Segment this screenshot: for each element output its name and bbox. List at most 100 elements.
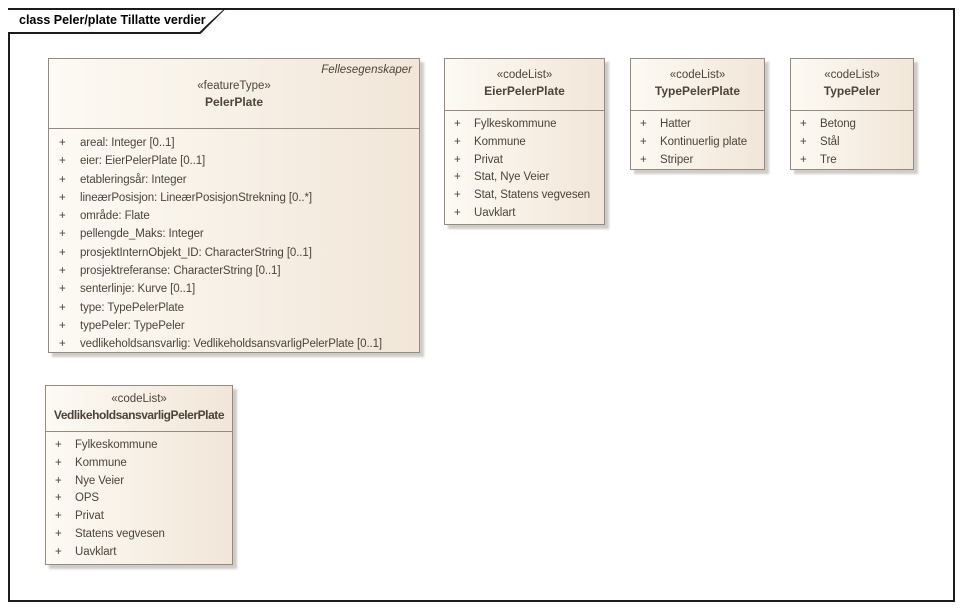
attribute-compartment: + areal: Integer [0..1] + eier: EierPelerP…: [49, 129, 419, 354]
attribute-row: + prosjektInternObjekt_ID: CharacterStrin…: [49, 244, 419, 262]
class-header: Fellesegenskaper «featureType» PelerPlat…: [49, 59, 419, 129]
visibility-symbol: +: [59, 283, 66, 296]
class-name: EierPelerPlate: [484, 84, 565, 98]
attribute-text: eier: EierPelerPlate [0..1]: [80, 155, 206, 168]
attribute-text: type: TypePelerPlate: [80, 301, 184, 314]
visibility-symbol: +: [59, 173, 66, 186]
class-name: PelerPlate: [204, 95, 264, 109]
visibility-symbol: +: [454, 135, 461, 148]
attribute-row: + type: TypePelerPlate: [49, 299, 419, 317]
visibility-symbol: +: [59, 265, 66, 278]
visibility-symbol: +: [59, 137, 66, 149]
class-header: «codeList» TypePelerPlate: [631, 59, 764, 111]
attribute-text: vedlikeholdsansvarlig: Vedlikeholdsansva…: [80, 338, 383, 351]
codelist-row: +Stat, Statens vegvesen: [445, 187, 604, 205]
code-value: Stat, Nye Veier: [474, 171, 550, 184]
class-stereotype: «featureType»: [197, 80, 271, 92]
visibility-symbol: +: [55, 510, 62, 523]
class-pelerplate[interactable]: Fellesegenskaper «featureType» PelerPlat…: [48, 58, 420, 353]
attribute-text: pellengde_Maks: Integer: [80, 228, 204, 241]
class-typepeler[interactable]: «codeList» TypePeler + Betong +Stål +Tre: [790, 58, 914, 170]
code-value: OPS: [75, 492, 99, 505]
class-header: «codeList» TypePeler: [791, 59, 913, 111]
class-typepelerplate[interactable]: «codeList» TypePelerPlate +Hatter +Konti…: [630, 58, 765, 170]
attribute-row: + område: Flate: [49, 207, 419, 225]
diagram-title: class Peler/plate Tillatte verdier: [19, 13, 206, 27]
code-value: Hatter: [660, 118, 691, 130]
codelist-row: +Kommune: [46, 455, 232, 473]
code-value: Nye Veier: [75, 474, 124, 487]
codelist-row: + Nye Veier: [46, 473, 232, 491]
codelist-row: + Uavklart: [445, 205, 604, 223]
code-value: Betong: [820, 118, 856, 130]
codelist-row: +Kommune: [445, 134, 604, 152]
visibility-symbol: +: [59, 319, 66, 332]
code-value: Uavklart: [474, 206, 516, 219]
code-value: Stat, Statens vegvesen: [474, 189, 591, 202]
code-value: Tre: [820, 153, 837, 166]
attribute-compartment: + Betong +Stål +Tre: [791, 111, 913, 169]
visibility-symbol: +: [640, 118, 647, 130]
codelist-row: +Fylkeskommune: [46, 437, 232, 455]
attribute-row: + senterlinje: Kurve [0..1]: [49, 280, 419, 298]
attribute-text: lineærPosisjon: LineærPosisjonStrekning …: [80, 191, 312, 204]
visibility-symbol: +: [59, 191, 66, 204]
attribute-text: område: Flate: [80, 210, 150, 223]
attribute-row: + areal: Integer [0..1]: [49, 134, 419, 152]
visibility-symbol: +: [640, 135, 647, 148]
visibility-symbol: +: [59, 228, 66, 241]
attribute-row: + pellengde_Maks: Integer: [49, 225, 419, 243]
class-stereotype: «codeList»: [824, 69, 880, 81]
codelist-row: +Tre: [791, 152, 913, 170]
codelist-row: + Stat, Nye Veier: [445, 169, 604, 187]
codelist-row: + Uavklart: [46, 544, 232, 562]
visibility-symbol: +: [59, 155, 66, 168]
visibility-symbol: +: [55, 456, 62, 469]
code-value: Uavklart: [75, 545, 117, 558]
codelist-row: + Privat: [445, 152, 604, 170]
visibility-symbol: +: [55, 527, 62, 540]
class-name: TypePelerPlate: [654, 84, 741, 98]
class-header: «codeList» EierPelerPlate: [445, 59, 604, 111]
attribute-text: typePeler: TypePeler: [80, 319, 185, 332]
class-name: VedlikeholdsansvarligPelerPlate: [53, 408, 225, 422]
codelist-row: + Striper: [631, 152, 764, 170]
class-vedlikeholdsansvarligpelerplate[interactable]: «codeList» VedlikeholdsansvarligPelerPla…: [45, 385, 233, 565]
codelist-row: + Betong: [791, 116, 913, 134]
visibility-symbol: +: [454, 206, 461, 219]
attribute-row: + etableringsår: Integer: [49, 171, 419, 189]
codelist-row: +Stål: [791, 134, 913, 152]
frame-tab: [8, 8, 227, 34]
attribute-text: prosjektreferanse: CharacterString [0..1…: [80, 265, 281, 278]
class-eierpelerplate[interactable]: «codeList» EierPelerPlate +Fylkeskommune…: [444, 58, 605, 225]
class-header: «codeList» VedlikeholdsansvarligPelerPla…: [46, 386, 232, 432]
codelist-row: +Statens vegvesen: [46, 526, 232, 544]
attribute-row: + vedlikeholdsansvarlig: Vedlikeholdsansv…: [49, 335, 419, 353]
diagram-frame: [8, 8, 955, 602]
class-stereotype: «codeList»: [111, 393, 167, 405]
attribute-row: + eier: EierPelerPlate [0..1]: [49, 152, 419, 170]
code-value: Striper: [660, 153, 694, 166]
visibility-symbol: +: [640, 153, 647, 166]
code-value: Privat: [75, 510, 104, 523]
attribute-compartment: +Fylkeskommune +Kommune +Privat +Stat, N…: [445, 111, 604, 223]
visibility-symbol: +: [800, 118, 807, 130]
attribute-text: senterlinje: Kurve [0..1]: [80, 283, 196, 296]
visibility-symbol: +: [55, 492, 62, 505]
attribute-text: areal: Integer [0..1]: [80, 137, 175, 149]
attribute-row: + lineærPosisjon: LineærPosisjonStrekning…: [49, 189, 419, 207]
visibility-symbol: +: [454, 171, 461, 184]
visibility-symbol: +: [59, 301, 66, 314]
codelist-row: + Hatter: [631, 116, 764, 134]
visibility-symbol: +: [55, 474, 62, 487]
visibility-symbol: +: [454, 153, 461, 166]
visibility-symbol: +: [59, 338, 66, 351]
visibility-symbol: +: [59, 210, 66, 223]
attribute-text: prosjektInternObjekt_ID: CharacterString…: [80, 246, 312, 259]
visibility-symbol: +: [454, 118, 461, 130]
code-value: Privat: [474, 153, 503, 166]
visibility-symbol: +: [59, 246, 66, 259]
visibility-symbol: +: [55, 545, 62, 558]
attribute-text: etableringsår: Integer: [80, 173, 187, 186]
